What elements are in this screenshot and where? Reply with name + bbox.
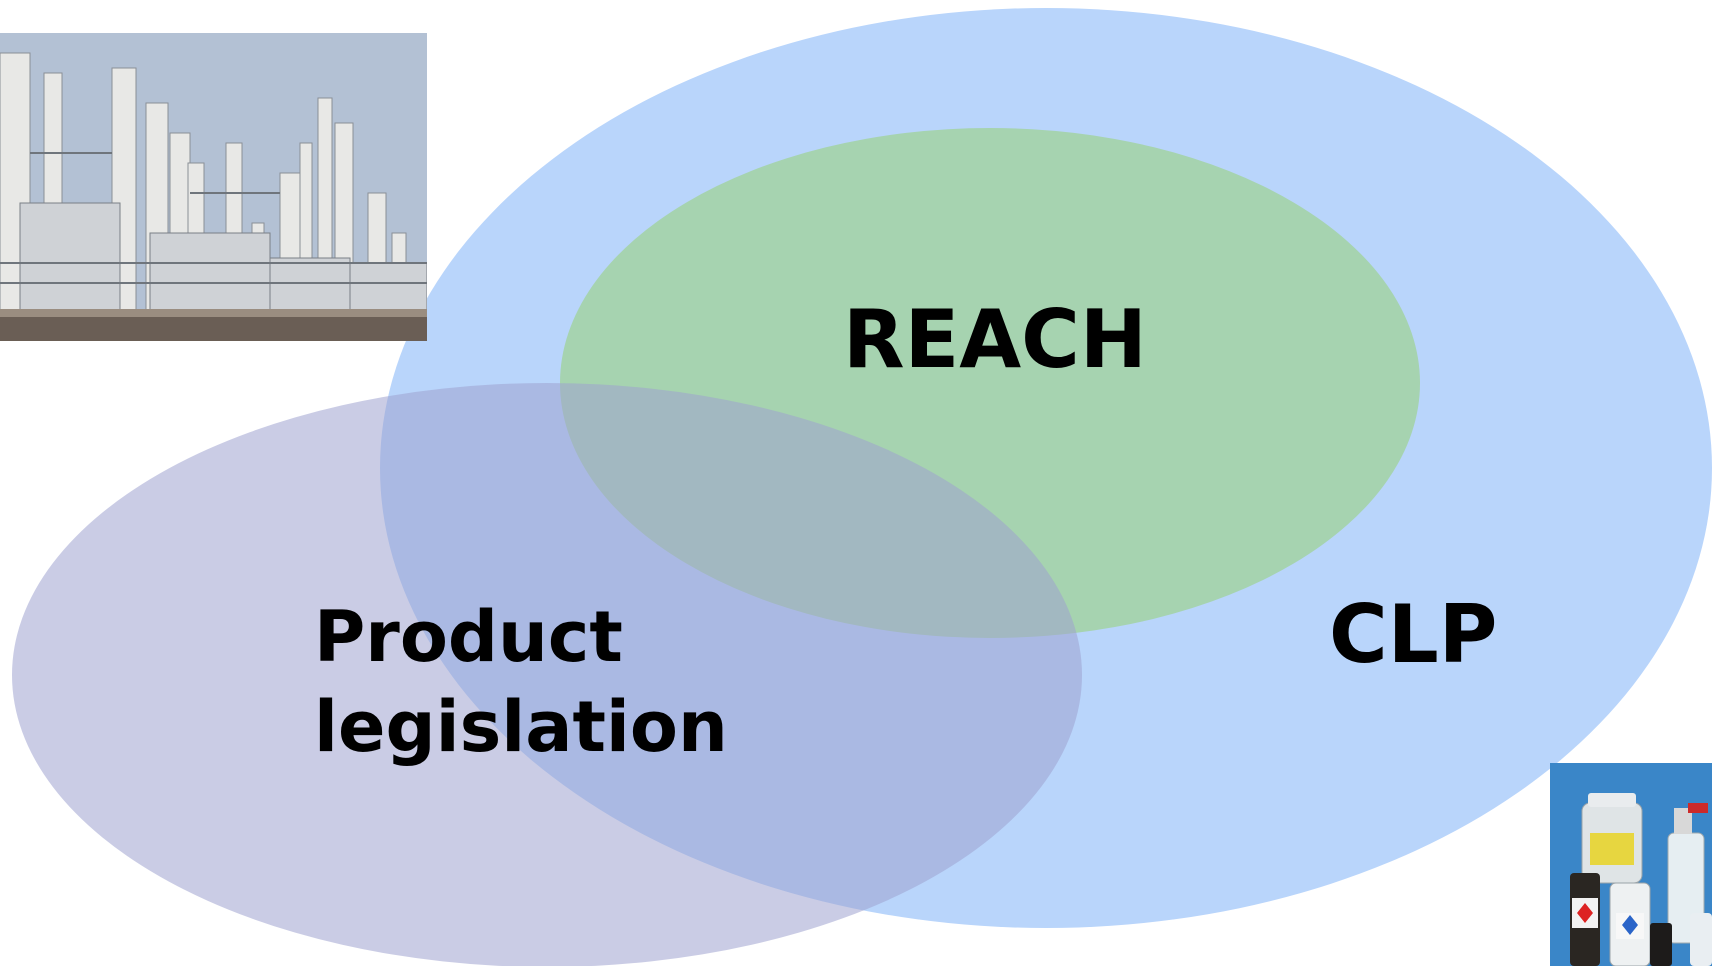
refinery-photo <box>0 33 427 341</box>
product-legislation-label: Product legislation <box>314 592 728 772</box>
product-legislation-label-line1: Product <box>314 596 623 678</box>
chemical-bottles-photo <box>1550 763 1712 966</box>
product-legislation-label-line2: legislation <box>314 686 728 768</box>
product-legislation-ellipse <box>12 383 1082 966</box>
reach-label: REACH <box>843 293 1147 386</box>
clp-label: CLP <box>1329 588 1498 681</box>
